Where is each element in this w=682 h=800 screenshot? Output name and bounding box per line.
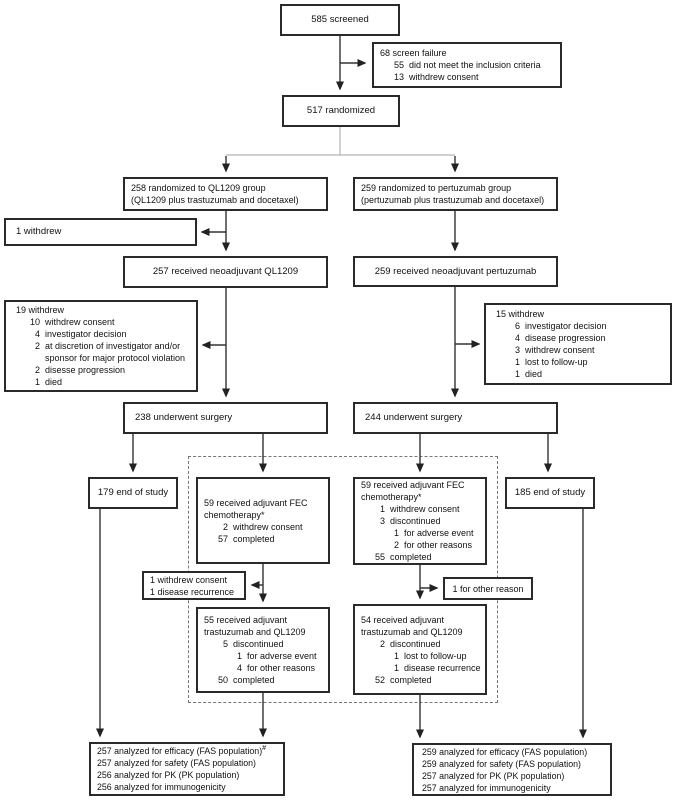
end-of-study-ql1209-label: 179 end of study	[97, 487, 169, 498]
neoadjuvant-pertuzumab-label: 259 received neoadjuvant pertuzumab	[374, 265, 537, 277]
withdrew-1-label: 1 withdrew	[16, 226, 62, 237]
end-of-study-pertuzumab-box: 185 end of study	[505, 477, 595, 509]
fec-pertuzumab-box: 59 received adjuvant FEC chemotherapy* 1…	[353, 477, 487, 565]
flow-line: 59 received adjuvant FEC	[361, 480, 465, 490]
adjuvant-pertuzumab-box: 54 received adjuvant trastuzumab and QL1…	[353, 604, 487, 695]
flow-line: 259 randomized to pertuzumab group	[361, 183, 512, 193]
flow-line: sponsor for major protocol violation	[45, 353, 186, 363]
surgery-ql1209-box: 238 underwent surgery	[123, 402, 328, 434]
surgery-ql1209-label: 238 underwent surgery	[135, 412, 233, 423]
flow-line: 68 screen failure	[380, 48, 447, 58]
flow-line: 1 withdrew consent	[150, 574, 228, 585]
flow-line: 1 disease recurrence	[150, 586, 235, 597]
flow-line: 54 received adjuvant	[361, 614, 445, 625]
flow-line: trastuzumab and QL1209	[204, 627, 306, 637]
screened-box: 585 screened	[280, 4, 400, 36]
withdrew-recurrence-box: 1 withdrew consent 1 disease recurrence	[142, 571, 246, 600]
surgery-pertuzumab-box: 244 underwent surgery	[353, 402, 558, 434]
other-reason-box: 1 for other reason	[443, 577, 533, 600]
flow-line: (pertuzumab plus trastuzumab and docetax…	[361, 195, 545, 205]
fec-ql1209-box: 59 received adjuvant FEC chemotherapy* 2…	[196, 477, 330, 564]
flow-line: trastuzumab and QL1209	[361, 626, 463, 637]
pertuzumab-group-box: 259 randomized to pertuzumab group (pert…	[353, 177, 558, 211]
flow-line: 257 analyzed for efficacy (FAS populatio…	[97, 745, 267, 756]
flow-line: chemotherapy*	[361, 492, 422, 502]
withdrew-1-box: 1 withdrew	[4, 218, 197, 246]
flow-line: 257 analyzed for safety (FAS population)	[97, 758, 256, 768]
analysis-ql1209-box: 257 analyzed for efficacy (FAS populatio…	[89, 742, 285, 796]
other-reason-label: 1 for other reason	[452, 583, 524, 594]
analysis-pertuzumab-box: 259 analyzed for efficacy (FAS populatio…	[412, 743, 612, 796]
neoadjuvant-ql1209-box: 257 received neoadjuvant QL1209	[123, 256, 328, 288]
flow-line: 55 received adjuvant	[204, 615, 288, 625]
end-of-study-ql1209-box: 179 end of study	[88, 477, 178, 509]
flow-line: 256 analyzed for immunogenicity	[97, 782, 226, 792]
end-of-study-pertuzumab-label: 185 end of study	[514, 487, 586, 498]
screened-label: 585 screened	[311, 14, 369, 25]
adjuvant-ql1209-box: 55 received adjuvant trastuzumab and QL1…	[196, 607, 330, 693]
ql1209-group-box: 258 randomized to QL1209 group (QL1209 p…	[123, 177, 328, 211]
flow-line: 15 withdrew	[496, 309, 545, 319]
flow-line: 59 received adjuvant FEC	[204, 497, 308, 508]
neoadjuvant-pertuzumab-box: 259 received neoadjuvant pertuzumab	[353, 256, 558, 287]
flow-line: 257 analyzed for PK (PK population)	[422, 770, 565, 781]
neoadjuvant-ql1209-label: 257 received neoadjuvant QL1209	[152, 266, 299, 277]
flow-line: 259 analyzed for efficacy (FAS populatio…	[422, 746, 588, 757]
randomized-label: 517 randomized	[306, 105, 376, 116]
flow-line: 259 analyzed for safety (FAS population)	[422, 758, 581, 769]
surgery-pertuzumab-label: 244 underwent surgery	[365, 412, 463, 423]
randomized-box: 517 randomized	[282, 95, 400, 127]
flow-line: (QL1209 plus trastuzumab and docetaxel)	[131, 195, 299, 205]
flow-line: 258 randomized to QL1209 group	[131, 183, 266, 193]
footnote-marker: #	[262, 745, 267, 753]
connector-randomization-split	[226, 127, 455, 156]
flow-line: 19 withdrew	[16, 305, 65, 315]
flow-line: 256 analyzed for PK (PK population)	[97, 770, 240, 780]
flow-line: chemotherapy*	[204, 509, 265, 520]
flow-line: 257 analyzed for immunogenicity	[422, 782, 551, 793]
